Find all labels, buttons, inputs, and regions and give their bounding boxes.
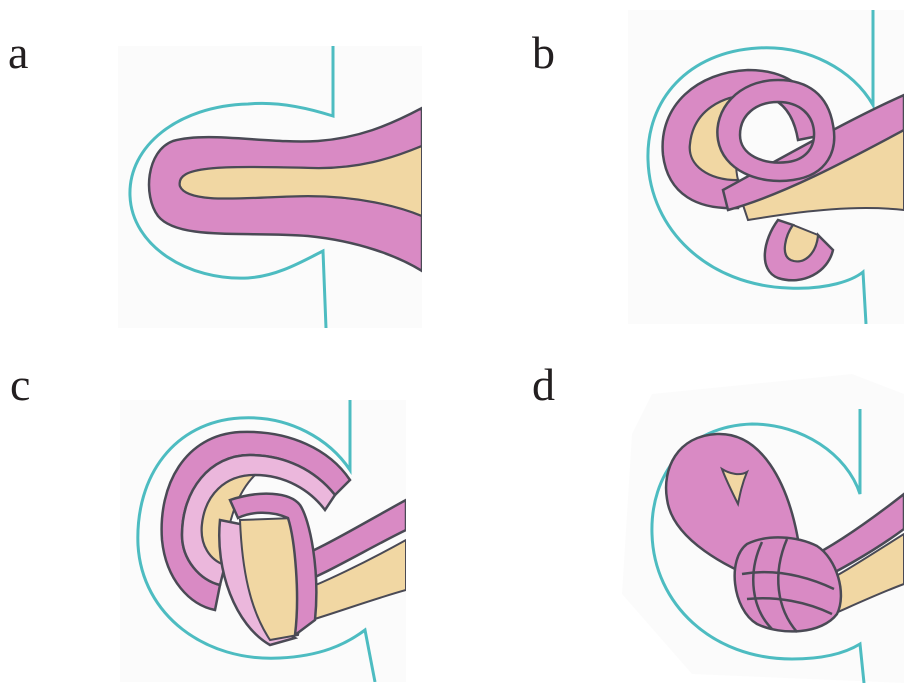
panel-c-illustration	[120, 400, 406, 682]
panel-b-illustration	[628, 10, 904, 324]
panel-d-illustration	[622, 374, 904, 683]
panel-label-b: b	[532, 30, 555, 76]
panel-label-d: d	[532, 362, 555, 408]
panel-label-a: a	[8, 30, 28, 76]
panel-label-c: c	[10, 362, 30, 408]
panel-a-illustration	[118, 46, 422, 328]
